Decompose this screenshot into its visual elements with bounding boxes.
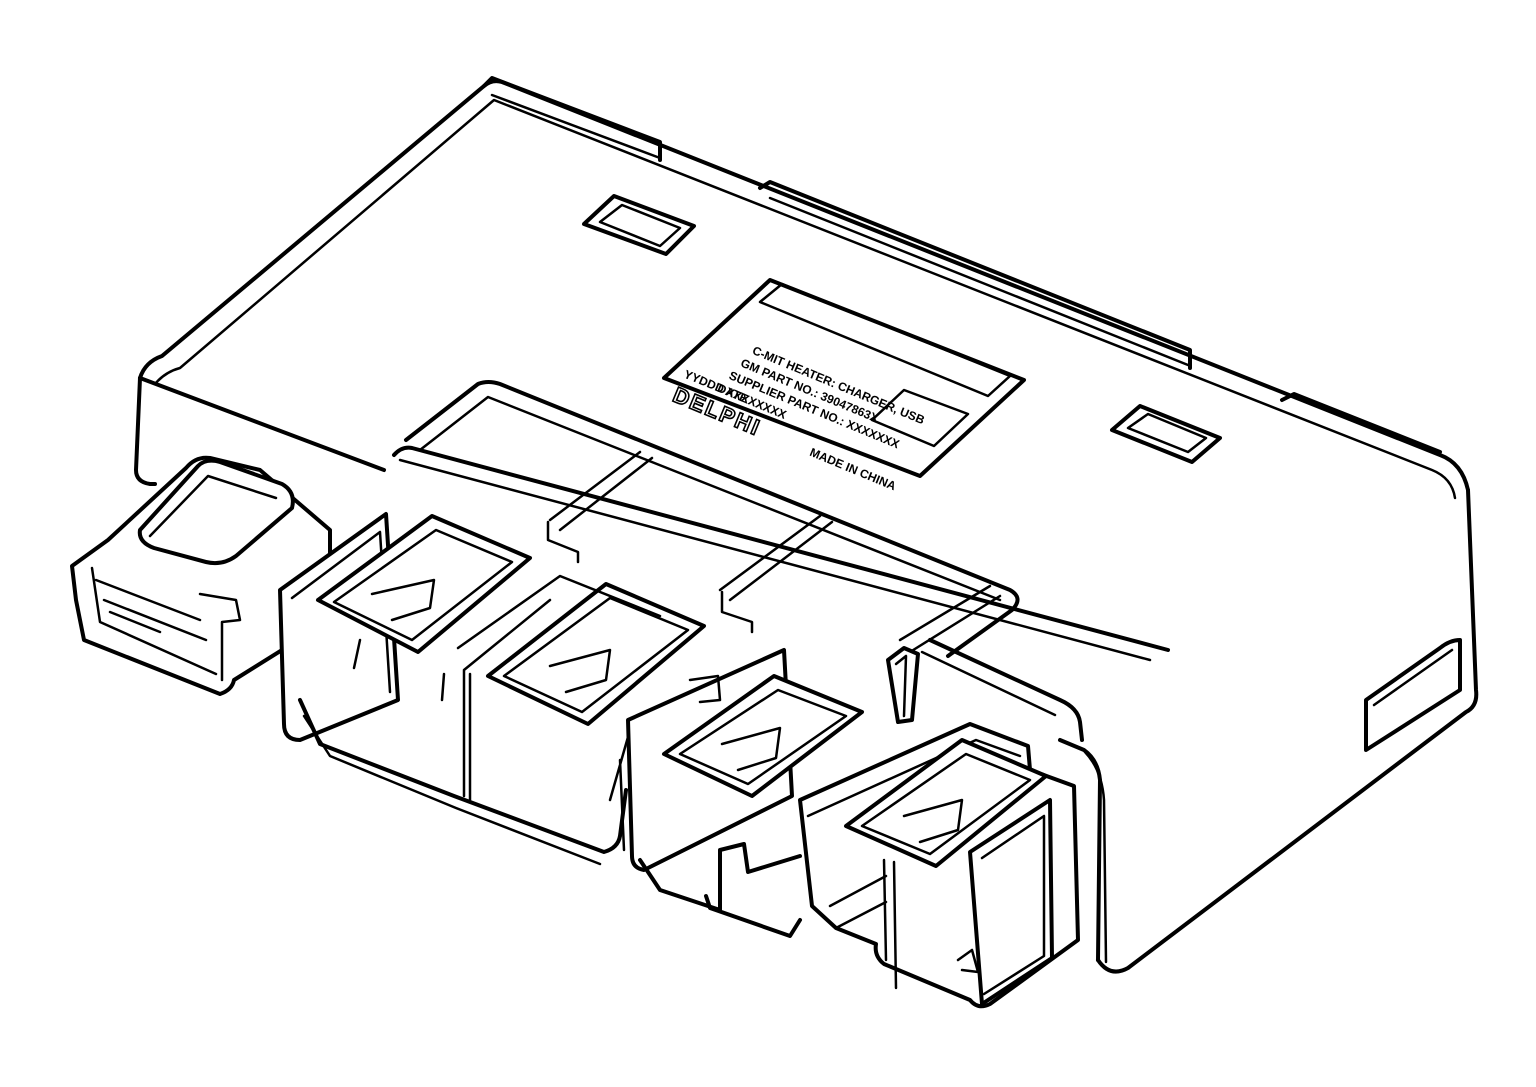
- block-1-frame-inner: [290, 530, 392, 694]
- rail-middle-edge: [768, 196, 1190, 367]
- block-1-tray-inner: [332, 528, 514, 642]
- housing-top-edge: [153, 98, 1457, 500]
- shroud-front-lip: [392, 445, 1170, 652]
- product-label: C-MIT HEATER: CHARGER, USB GM PART NO.: …: [662, 278, 1026, 493]
- block-2-rear: [456, 574, 662, 650]
- latch-post: [886, 646, 920, 724]
- small-connector-keyway: [198, 592, 242, 682]
- shroud-top-inner: [418, 395, 1002, 602]
- small-connector-ribs: [94, 578, 208, 642]
- shroud-divider-3: [898, 584, 1002, 654]
- block-1-tray: [316, 514, 532, 654]
- block-2-lock-tab: [548, 648, 612, 694]
- shroud-step-1: [546, 520, 580, 564]
- connector-block-3: [626, 648, 864, 938]
- housing-front-skirt-inner: [920, 650, 1057, 717]
- block-2-tray-inner: [502, 596, 690, 714]
- latch-post-body: [886, 646, 920, 724]
- mounting-slot-left: [582, 194, 696, 256]
- block-1-posts: [352, 638, 446, 702]
- small-connector-latch-edge: [148, 474, 278, 538]
- housing-left-edge-lower: [138, 376, 386, 472]
- shroud-top: [404, 380, 1020, 658]
- connector-block-1: [278, 512, 628, 866]
- side-cutout-edge: [1372, 648, 1454, 707]
- rail-right: [1280, 392, 1442, 454]
- block-4-tower-inner: [980, 814, 1046, 996]
- housing-right-side: [1096, 488, 1479, 974]
- block-3-key: [688, 674, 722, 704]
- block-4-tray-inner: [860, 752, 1032, 856]
- housing: [134, 76, 1479, 974]
- housing-right-vertical: [1083, 750, 1108, 964]
- housing-top-face: [138, 79, 1470, 492]
- rail-left-edge: [490, 93, 662, 160]
- mounting-slot-left-inner: [598, 203, 682, 248]
- connector-block-4: [798, 722, 1080, 1009]
- block-3-foot: [704, 894, 802, 938]
- block-4-latch: [956, 948, 980, 974]
- block-3-tray: [662, 674, 864, 798]
- shroud-step-2: [720, 590, 754, 634]
- block-4-lock-tab: [902, 798, 964, 844]
- block-1-divider: [462, 598, 552, 802]
- block-3-tray-inner: [678, 688, 848, 786]
- latch-post-edge: [894, 654, 908, 718]
- label-plate: [662, 278, 1026, 478]
- side-cutout: [1364, 638, 1462, 752]
- rail-left: [482, 76, 662, 162]
- shroud-divider-1: [548, 450, 654, 532]
- small-connector-latch: [137, 458, 295, 566]
- rail-middle: [758, 180, 1192, 370]
- label-square-field: [870, 388, 970, 448]
- housing-left-end: [134, 376, 157, 486]
- block-1-lock-tab: [370, 578, 436, 622]
- shroud-divider-2: [718, 514, 834, 602]
- mounting-slot-right-inner: [1126, 412, 1208, 454]
- block-4-frame-top-inner: [806, 738, 1022, 818]
- block-4-ribs: [828, 874, 888, 930]
- block-1-base: [298, 698, 628, 854]
- header-shroud: [392, 380, 1170, 662]
- small-connector-inner: [90, 566, 218, 676]
- block-3-base: [638, 842, 802, 912]
- shroud-front-lip-inner: [398, 458, 1152, 662]
- connector-block-2: [456, 574, 706, 852]
- block-4-tray: [844, 738, 1048, 868]
- block-1-base-inner: [302, 714, 602, 866]
- mounting-slot-right: [1110, 404, 1222, 464]
- label-top-field: [758, 282, 1012, 398]
- housing-front-skirt: [928, 638, 1084, 742]
- block-3-lock-tab: [720, 726, 782, 772]
